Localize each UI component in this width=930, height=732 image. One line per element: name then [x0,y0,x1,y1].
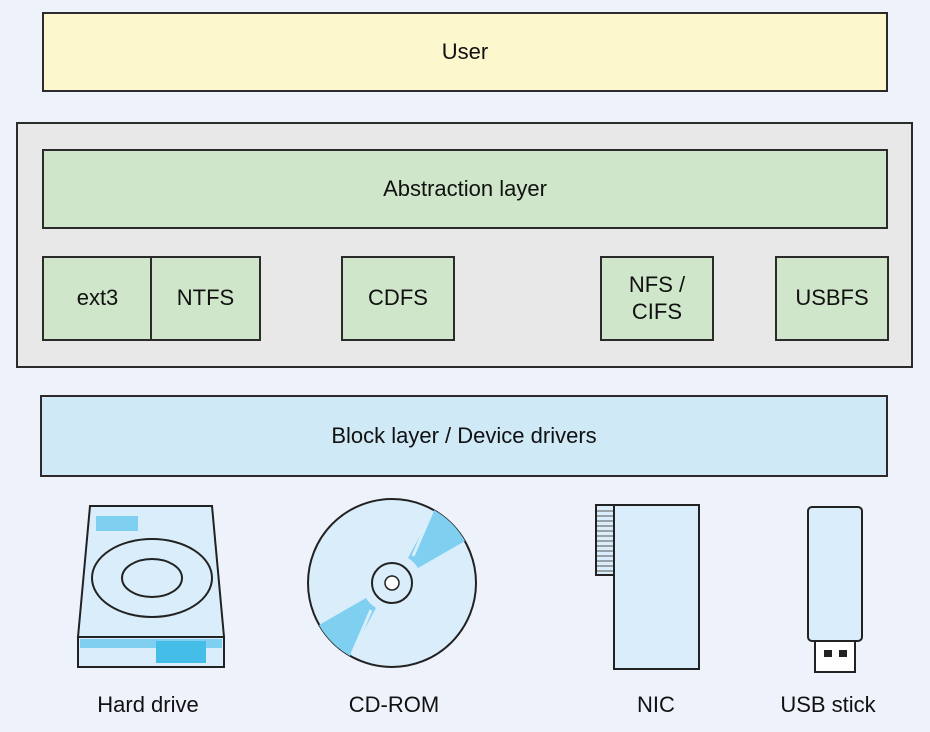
fs-cdfs: CDFS [341,256,455,341]
usb-stick-icon [807,506,863,673]
hard-drive-icon [76,505,226,668]
block-layer: Block layer / Device drivers [40,395,888,477]
fs-nfs-cifs: NFS / CIFS [600,256,714,341]
fs-cdfs-label: CDFS [368,285,428,311]
nic-icon [595,504,700,670]
block-layer-label: Block layer / Device drivers [331,422,597,448]
fs-usbfs: USBFS [775,256,889,341]
usb-stick-label: USB stick [780,692,876,717]
fs-ntfs: NTFS [150,256,261,341]
user-layer: User [42,12,888,92]
fs-nfs-cifs-label: NFS / CIFS [628,272,686,324]
fs-ext3-label: ext3 [76,285,119,311]
abstraction-layer: Abstraction layer [42,149,888,229]
cd-rom-label: CD-ROM [348,692,440,717]
user-layer-label: User [441,38,489,64]
fs-usbfs-label: USBFS [795,285,869,311]
abstraction-layer-label: Abstraction layer [383,175,547,201]
cd-rom-icon [307,498,477,668]
fs-ext3: ext3 [42,256,153,341]
nic-label: NIC [637,692,675,717]
fs-ntfs-label: NTFS [176,285,235,311]
hard-drive-label: Hard drive [97,692,199,717]
